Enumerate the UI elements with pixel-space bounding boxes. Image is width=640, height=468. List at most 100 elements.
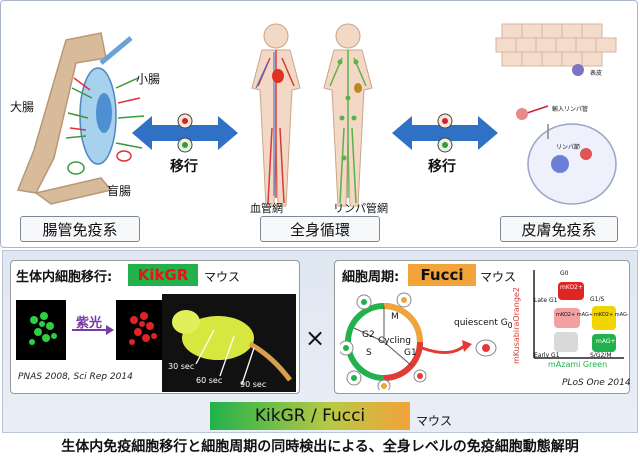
q-g1s-rect (592, 306, 616, 330)
quiescent-arrow-head (462, 340, 472, 352)
cycle-ring-red (383, 341, 423, 381)
cycle-ring-orange (383, 303, 423, 343)
q-g0-rect (558, 282, 584, 300)
figure-caption: 生体内免疫細胞移行と細胞周期の同時検出による、全身レベルの免疫細胞動態解明 (61, 439, 579, 455)
measurement-lines (195, 329, 255, 385)
cell-cycle-diagram (340, 292, 497, 390)
fucci-mouse-label: マウス (480, 270, 517, 284)
nucleus-icon (182, 142, 188, 148)
skin-illustration (495, 23, 617, 205)
phase-divider (383, 341, 413, 367)
nucleus-icon (442, 118, 448, 124)
large-intestine-shape (16, 32, 107, 194)
nucleus-icon (182, 118, 188, 124)
skin-surface-label: 表皮 (590, 70, 603, 77)
blood-vessel-lines (257, 50, 295, 204)
kikgr-fucci-bar: KikGR / Fucci (210, 402, 410, 430)
q-sg2m-label: S/G2/M (590, 352, 612, 359)
time-60-label: 60 sec (196, 376, 223, 385)
fucci-title: 細胞周期: (342, 270, 400, 285)
skin-node-label: リンパ節 (556, 144, 581, 151)
q-ko2p-label: mKO2+ (560, 284, 584, 291)
q-early-rect (554, 332, 578, 352)
q-g1s-label: G1/S (590, 296, 605, 303)
mouse-tail-shape (248, 341, 292, 382)
q-late-rect (554, 308, 580, 328)
cycling-label: Cycling (378, 336, 411, 346)
t-cell-shape (551, 155, 569, 173)
kikgr-title: 生体内細胞移行: (16, 270, 113, 285)
q-ko2p-ag-label: mKO2+ mAG+ (556, 312, 594, 318)
fucci-citation: PLoS One 2014 (562, 378, 631, 388)
skin-lymph-label: 輸入リンパ管 (552, 106, 589, 113)
cell-outline (67, 161, 85, 175)
phase-m-label: M (391, 312, 399, 322)
systemic-circulation-label: 全身循環 (260, 216, 380, 242)
kikgr-mouse-label: マウス (204, 270, 241, 284)
gut-illustration (16, 32, 145, 205)
migration-arrow-right (392, 113, 498, 153)
phase-g2-label: G2 (362, 330, 375, 340)
circulation-illustration (251, 23, 373, 207)
q-g0-label: G0 (560, 270, 569, 277)
mouse-head-shape (172, 310, 200, 334)
quiescent-text: quiescent G (454, 318, 508, 328)
kikgr-fucci-mouse-label: マウス (416, 414, 453, 428)
fucci-badge: Fucci (408, 264, 476, 286)
q-sg2m-rect (592, 334, 616, 352)
quiescent-sub: 0 (507, 320, 513, 330)
migration-left-label: 移行 (170, 159, 198, 175)
skin-immune-label: 皮膚免疫系 (500, 216, 618, 242)
migration-arrow-left (132, 113, 238, 153)
combine-sign: × (305, 324, 326, 352)
q-late-label: Late G1 (534, 297, 558, 304)
cell-outline-red (116, 150, 132, 162)
q-ag-label: mAG+ (596, 338, 616, 345)
g0-nucleus (482, 344, 490, 352)
gut-small-label: 小腸 (136, 72, 161, 86)
kikgr-badge: KikGR (128, 264, 198, 286)
dendrite-line (523, 105, 549, 115)
quiescent-label: quiescent G0 (454, 318, 512, 330)
quiescent-arrow (421, 344, 465, 354)
heart-shape (272, 69, 284, 83)
cecum-shape (34, 177, 113, 205)
gut-large-label: 大腸 (10, 100, 35, 114)
spleen-shape (354, 83, 362, 93)
node-core-shape (96, 93, 112, 133)
head-shape (335, 23, 361, 49)
kikgr-citation: PNAS 2008, Sci Rep 2014 (18, 372, 133, 382)
phase-s-label: S (366, 348, 372, 358)
phase-divider (353, 327, 385, 343)
plot-y-label: mKusabiraOrange2 (512, 287, 521, 364)
phase-g1-label: G1 (404, 348, 417, 358)
mouse-body-shape (182, 316, 254, 360)
arrow-head (106, 325, 114, 335)
activated-cell-shape (580, 148, 592, 160)
gut-immune-label: 腸管免疫系 (20, 216, 140, 242)
photoconversion-images (16, 300, 166, 360)
lymph-vessel-label: リンパ管網 (333, 202, 388, 215)
lymph-node-shape (527, 123, 617, 205)
immune-cell-shape (572, 64, 584, 76)
plot-x-label: mAzami Green (548, 360, 608, 369)
double-arrow-shape (132, 116, 238, 150)
blood-vessel-label: 血管網 (250, 202, 283, 215)
q-ko2-ag-label: mKO2+ mAG- (594, 312, 629, 318)
dendritic-cell-shape (516, 108, 528, 120)
violet-light-label: 紫光 (76, 316, 103, 331)
time-90-label: 90 sec (240, 380, 267, 389)
lymph-vessel-lines (329, 50, 367, 204)
green-cell-paths (65, 77, 145, 149)
head-shape (263, 23, 289, 49)
nucleus-icon (442, 142, 448, 148)
red-cell-paths (69, 77, 141, 131)
gut-cecum-label: 盲腸 (107, 184, 132, 198)
migration-right-label: 移行 (428, 159, 456, 175)
lymph-vessel-line (99, 36, 133, 65)
q-early-label: Early G1 (534, 352, 560, 359)
fucci-plot (533, 270, 624, 359)
mouse-photo (162, 294, 296, 392)
double-arrow-shape (392, 116, 498, 150)
time-30-label: 30 sec (168, 362, 195, 371)
